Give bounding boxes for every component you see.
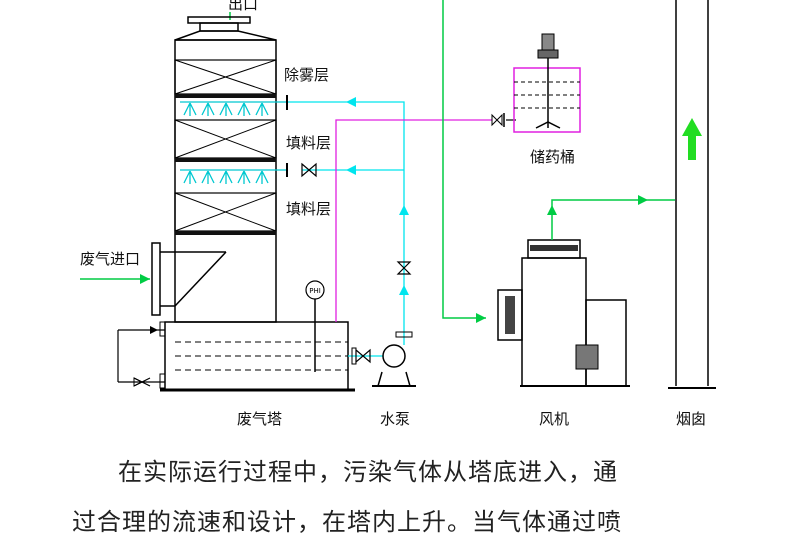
gas-duct-to-fan [442,0,486,319]
riser-valve [396,261,412,275]
fan-label: 风机 [539,410,569,428]
chimney [668,0,716,389]
ph-meter: PHI [305,280,325,372]
paragraph-line-1: 在实际运行过程中，污染气体从塔底进入，通 [118,458,618,486]
gas-inlet: 废气进口 [80,242,227,316]
scrubber-tower [174,39,277,323]
dosing-valve [491,113,503,127]
process-diagram: 出口 除雾层 填料层 填料层 [80,0,716,428]
packing-lower-label: 填料层 [286,200,331,218]
fan-outlet-duct [551,199,675,240]
chemical-storage-tank: 储药桶 [513,33,581,166]
chimney-label: 烟囱 [676,410,706,428]
outlet-label: 出口 [228,0,258,13]
tower-label: 废气塔 [237,410,282,428]
spray-header-upper [180,101,287,116]
tank-label: 储药桶 [530,148,575,166]
tower-outlet: 出口 [174,0,277,41]
demister-label: 除雾层 [284,66,329,84]
fan [497,239,630,387]
packing-upper-label: 填料层 [286,134,331,152]
spray-header-lower [180,169,287,184]
lower-header-valve [301,162,317,178]
chemical-dosing-line [335,119,492,322]
paragraph-line-2: 过合理的流速和设计，在塔内上升。当气体通过喷 [72,508,622,536]
sump-tank [117,321,355,392]
pump-label: 水泵 [380,410,410,428]
inlet-label: 废气进口 [80,250,140,268]
up-arrow-icon [682,118,702,160]
water-pump [351,344,416,387]
ph-meter-label: PHI [309,287,321,295]
